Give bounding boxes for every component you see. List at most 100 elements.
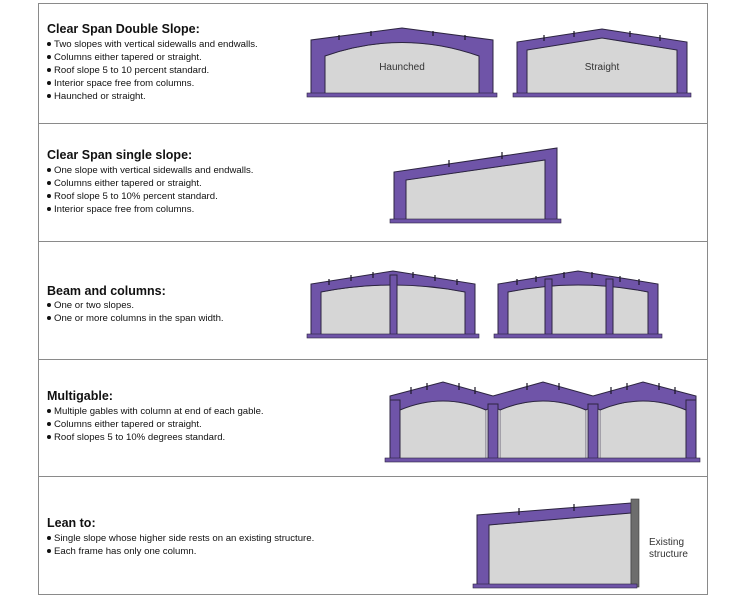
one-column-frame: [306, 270, 480, 339]
bullet-text: Roof slopes 5 to 10% degrees standard.: [54, 432, 226, 443]
lean-to-frame: Existing structure: [472, 498, 688, 589]
bullet-dot-icon: [47, 549, 51, 553]
haunched-frame-shape: [310, 27, 494, 95]
section-title: Clear Span single slope:: [47, 148, 193, 162]
bullet-dot-icon: [47, 81, 51, 85]
bullet-text: Roof slope 5 to 10% percent standard.: [54, 191, 218, 202]
bullet-item: One slope with vertical sidewalls and en…: [47, 164, 253, 177]
section-lean-to: Lean to: Single slope whose higher side …: [39, 476, 707, 594]
bullet-item: Multiple gables with column at end of ea…: [47, 405, 264, 418]
bullet-text: One or two slopes.: [54, 300, 134, 311]
bullet-dot-icon: [47, 168, 51, 172]
bullet-text: Interior space free from columns.: [54, 78, 195, 89]
straight-label: Straight: [585, 62, 620, 73]
multigable-ground: [384, 457, 701, 463]
bullet-dot-icon: [47, 422, 51, 426]
section-clear-span-single-slope: Clear Span single slope: One slope with …: [39, 123, 707, 241]
bullet-list: Multiple gables with column at end of ea…: [47, 405, 264, 444]
double-slope-frames: Haunched Straight: [306, 27, 692, 98]
bullet-item: Two slopes with vertical sidewalls and e…: [47, 38, 258, 51]
bullet-item: Roof slope 5 to 10 percent standard.: [47, 64, 258, 77]
bullet-text: One slope with vertical sidewalls and en…: [54, 165, 254, 176]
lean-to-ground: [472, 583, 638, 589]
bullet-text: Two slopes with vertical sidewalls and e…: [54, 39, 258, 50]
bullet-list: One slope with vertical sidewalls and en…: [47, 164, 253, 216]
bullet-text: Haunched or straight.: [54, 91, 146, 102]
bullet-item: Roof slope 5 to 10% percent standard.: [47, 190, 253, 203]
gable-interior: [499, 400, 587, 460]
bullet-dot-icon: [47, 55, 51, 59]
bullet-dot-icon: [47, 409, 51, 413]
bullet-text: Interior space free from columns.: [54, 204, 195, 215]
haunched-label: Haunched: [379, 62, 425, 73]
bullet-item: Single slope whose higher side rests on …: [47, 532, 314, 545]
frame-b-ground: [493, 333, 663, 339]
section-title: Clear Span Double Slope:: [47, 22, 200, 36]
bullet-dot-icon: [47, 94, 51, 98]
bullet-dot-icon: [47, 435, 51, 439]
bullet-dot-icon: [47, 194, 51, 198]
end-column: [389, 399, 401, 460]
bullet-dot-icon: [47, 42, 51, 46]
interior-column: [605, 278, 614, 336]
straight-frame: Straight: [512, 28, 692, 98]
two-column-frame: [493, 270, 663, 339]
existing-structure-label: Existing: [649, 537, 684, 548]
interior-column: [389, 274, 398, 336]
bullet-dot-icon: [47, 316, 51, 320]
bullet-text: One or more columns in the span width.: [54, 313, 224, 324]
bullet-text: Columns either tapered or straight.: [54, 178, 202, 189]
straight-ground: [512, 92, 692, 98]
bullet-item: Interior space free from columns.: [47, 77, 258, 90]
bullet-dot-icon: [47, 68, 51, 72]
section-title: Multigable:: [47, 389, 113, 403]
frame-b-interior: [507, 284, 649, 336]
bullet-item: Columns either tapered or straight.: [47, 177, 253, 190]
existing-structure-label: structure: [649, 549, 688, 560]
bullet-item: One or more columns in the span width.: [47, 312, 224, 325]
bullet-text: Multiple gables with column at end of ea…: [54, 406, 264, 417]
single-slope-frame: [389, 147, 562, 224]
frame-a-ground: [306, 333, 480, 339]
existing-structure-wall: [630, 498, 640, 588]
gable-interior: [599, 400, 687, 460]
gable-interior: [399, 400, 487, 460]
interior-column: [544, 278, 553, 336]
bullet-text: Columns either tapered or straight.: [54, 52, 202, 63]
section-title: Lean to:: [47, 516, 96, 530]
bullet-dot-icon: [47, 207, 51, 211]
section-clear-span-double-slope: Clear Span Double Slope: Two slopes with…: [39, 4, 707, 123]
bullet-item: Interior space free from columns.: [47, 203, 253, 216]
bullet-dot-icon: [47, 303, 51, 307]
bullet-text: Roof slope 5 to 10 percent standard.: [54, 65, 210, 76]
bullet-item: Columns either tapered or straight.: [47, 418, 264, 431]
diagram-frame: Clear Span Double Slope: Two slopes with…: [38, 3, 708, 595]
section-title: Beam and columns:: [47, 284, 166, 298]
single-slope-ground: [389, 218, 562, 224]
bullet-text: Each frame has only one column.: [54, 546, 197, 557]
section-beam-and-columns: Beam and columns: One or two slopes. One…: [39, 241, 707, 359]
bullet-list: Two slopes with vertical sidewalls and e…: [47, 38, 258, 103]
lean-to-interior: [488, 512, 632, 586]
gable-column: [587, 403, 599, 460]
beam-and-column-frames: [306, 270, 663, 339]
bullet-item: Haunched or straight.: [47, 90, 258, 103]
bullet-dot-icon: [47, 181, 51, 185]
section-multigable: Multigable: Multiple gables with column …: [39, 359, 707, 476]
bullet-text: Single slope whose higher side rests on …: [54, 533, 315, 544]
bullet-list: One or two slopes. One or more columns i…: [47, 299, 224, 325]
bullet-item: Each frame has only one column.: [47, 545, 314, 558]
bullet-list: Single slope whose higher side rests on …: [47, 532, 314, 558]
multigable-frame: [384, 381, 701, 463]
frame-b-frame-shape: [497, 270, 659, 336]
end-column: [685, 399, 697, 460]
bullet-item: Columns either tapered or straight.: [47, 51, 258, 64]
haunched-ground: [306, 92, 498, 98]
bullet-item: One or two slopes.: [47, 299, 224, 312]
bullet-item: Roof slopes 5 to 10% degrees standard.: [47, 431, 264, 444]
haunched-frame: Haunched: [306, 27, 498, 98]
bullet-text: Columns either tapered or straight.: [54, 419, 202, 430]
frame-a-frame-shape: [310, 270, 476, 336]
bullet-dot-icon: [47, 536, 51, 540]
gable-column: [487, 403, 499, 460]
